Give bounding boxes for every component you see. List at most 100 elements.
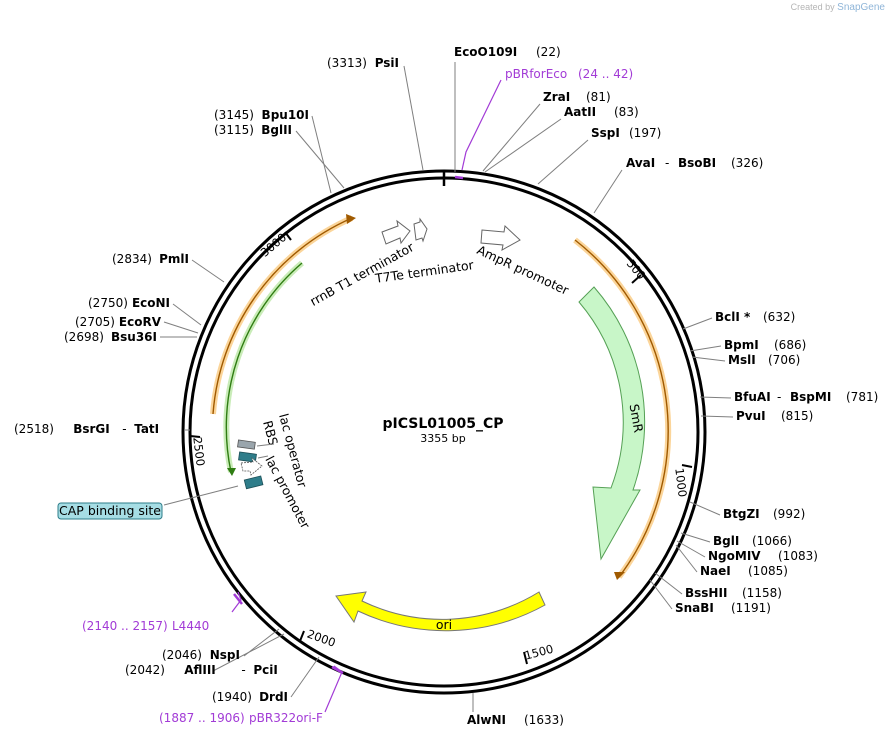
enzyme-position: (22) xyxy=(536,45,561,59)
ori-label: ori xyxy=(436,617,452,632)
enzyme-site[interactable]: AvaI-BsoBI(326) xyxy=(626,156,763,170)
enzyme-position: (3145) xyxy=(214,108,254,122)
enzyme-leader-line xyxy=(689,501,721,516)
enzyme-name: EcoO109I xyxy=(454,45,517,59)
enzyme-site[interactable]: BfuAI-BspMI(781) xyxy=(734,390,878,404)
smr-label: SmR xyxy=(627,403,647,434)
enzyme-name: EcoRV xyxy=(119,315,162,329)
enzyme-position: (1940) xyxy=(212,690,252,704)
enzyme-position: (2750) xyxy=(88,296,128,310)
lac-operator-box xyxy=(237,439,256,450)
enzyme-site[interactable]: (2750) EcoNI xyxy=(88,296,170,310)
enzyme-position: (632) xyxy=(763,310,795,324)
ori-arrow xyxy=(335,591,546,632)
cap-site-box xyxy=(243,475,264,490)
enzyme-name: AvaI xyxy=(626,156,655,170)
enzyme-name: PmlI xyxy=(159,252,189,266)
enzyme-site[interactable]: (3313)PsiI xyxy=(327,56,399,70)
enzyme-site[interactable]: BglI (1066) xyxy=(713,534,792,548)
enzyme-site[interactable]: NgoMIV(1083) xyxy=(708,549,818,563)
enzyme-position: (815) xyxy=(781,409,813,423)
primer-site[interactable]: (1887 .. 1906)pBR322ori-F xyxy=(159,711,323,725)
enzyme-site[interactable]: BssHII(1158) xyxy=(685,586,782,600)
enzyme-leader-line xyxy=(484,118,562,173)
enzyme-position: (706) xyxy=(768,353,800,367)
enzyme-position: (1066) xyxy=(752,534,792,548)
enzyme-leader-line xyxy=(682,317,713,330)
enzyme-site[interactable]: NaeI(1085) xyxy=(700,564,788,578)
enzyme-site[interactable]: (2042)AflIII-PciI xyxy=(125,663,278,677)
cap-leader xyxy=(163,485,239,506)
enzyme-name: DrdI xyxy=(259,690,288,704)
enzyme-site[interactable]: BpmI(686) xyxy=(724,338,806,352)
plasmid-size: 3355 bp xyxy=(420,432,465,445)
enzyme-leaders xyxy=(160,62,734,713)
enzyme-leader-line xyxy=(593,169,623,214)
enzyme-dash: - xyxy=(122,422,126,436)
smr-arrow xyxy=(578,286,646,561)
enzyme-name: NaeI xyxy=(700,564,731,578)
enzyme-name: ZraI xyxy=(543,90,570,104)
enzyme-position: (326) xyxy=(731,156,763,170)
rbs-label: RBS xyxy=(260,419,281,447)
tick-mark xyxy=(189,435,201,438)
enzyme-name: BglI xyxy=(713,534,739,548)
enzyme-leader-line xyxy=(699,396,732,399)
enzyme-site[interactable]: (2834)PmlI xyxy=(112,252,189,266)
primer-mark xyxy=(331,665,344,675)
tick-mark xyxy=(681,464,693,468)
enzyme-name: BclI * xyxy=(715,310,751,324)
orange-arc-right-head xyxy=(614,572,625,580)
enzyme-leader-line xyxy=(290,656,320,698)
enzyme-site[interactable]: (2698) Bsu36I xyxy=(64,330,157,344)
enzyme-site[interactable]: (3145)Bpu10I xyxy=(214,108,309,122)
enzyme-name: MslI xyxy=(728,353,756,367)
primer-site[interactable]: pBRforEco(24 .. 42) xyxy=(505,67,633,81)
enzyme-name: EcoNI xyxy=(132,296,170,310)
primer-mark xyxy=(233,593,243,605)
enzyme-leader-line xyxy=(675,544,698,573)
enzyme-site[interactable]: (2518)BsrGI-TatI xyxy=(14,422,159,436)
plasmid-name: pICSL01005_CP xyxy=(382,416,503,432)
ampr-promoter-label: AmpR promoter xyxy=(475,242,572,298)
enzyme-leader-line xyxy=(676,540,706,558)
enzyme-site[interactable]: BclI * (632) xyxy=(715,310,795,324)
enzyme-name: Bsu36I xyxy=(111,330,157,344)
enzyme-site[interactable]: MslI (706) xyxy=(728,353,800,367)
t7te-terminator-arrow xyxy=(413,217,428,243)
enzyme-name: BtgZI xyxy=(723,507,760,521)
primer-site[interactable]: (2140 .. 2157)L4440 xyxy=(82,619,209,633)
enzyme-position: (2698) xyxy=(64,330,104,344)
enzyme-name: NgoMIV xyxy=(708,549,761,563)
enzyme-name: AlwNI xyxy=(467,713,506,727)
enzyme-position: (1158) xyxy=(742,586,782,600)
enzyme-position: (1633) xyxy=(524,713,564,727)
enzyme-name-2: PciI xyxy=(253,663,278,677)
enzyme-dash: - xyxy=(777,390,781,404)
enzyme-position: (2705) xyxy=(75,315,115,329)
rbs-leader xyxy=(257,455,269,459)
enzyme-site[interactable]: AatII(83) xyxy=(564,105,639,119)
enzyme-site[interactable]: BtgZI (992) xyxy=(723,507,805,521)
tick-mark xyxy=(299,630,305,642)
enzyme-site[interactable]: (1940) DrdI xyxy=(212,690,288,704)
primer-range: (1887 .. 1906) xyxy=(159,711,245,725)
tick-mark xyxy=(631,274,642,284)
primer-range: (24 .. 42) xyxy=(578,67,633,81)
enzyme-position: (781) xyxy=(846,390,878,404)
enzyme-site[interactable]: PvuI (815) xyxy=(736,409,813,423)
enzyme-site[interactable]: AlwNI (1633) xyxy=(467,713,564,727)
green-arc-line xyxy=(225,262,303,473)
enzyme-site[interactable]: (2046)NspI xyxy=(162,648,240,662)
enzyme-site[interactable]: SspI(197) xyxy=(591,126,661,140)
tick-label: 1000 xyxy=(672,467,689,498)
enzyme-site[interactable]: ZraI(81) xyxy=(543,90,611,104)
enzyme-dash: - xyxy=(241,663,245,677)
enzyme-position: (686) xyxy=(774,338,806,352)
enzyme-site[interactable]: (2705) EcoRV xyxy=(75,315,162,329)
enzyme-site[interactable]: (3115)BglII xyxy=(214,123,292,137)
enzyme-name: PvuI xyxy=(736,409,766,423)
enzyme-position: (992) xyxy=(773,507,805,521)
enzyme-site[interactable]: EcoO109I (22) xyxy=(454,45,561,59)
enzyme-site[interactable]: SnaBI(1191) xyxy=(675,601,771,615)
